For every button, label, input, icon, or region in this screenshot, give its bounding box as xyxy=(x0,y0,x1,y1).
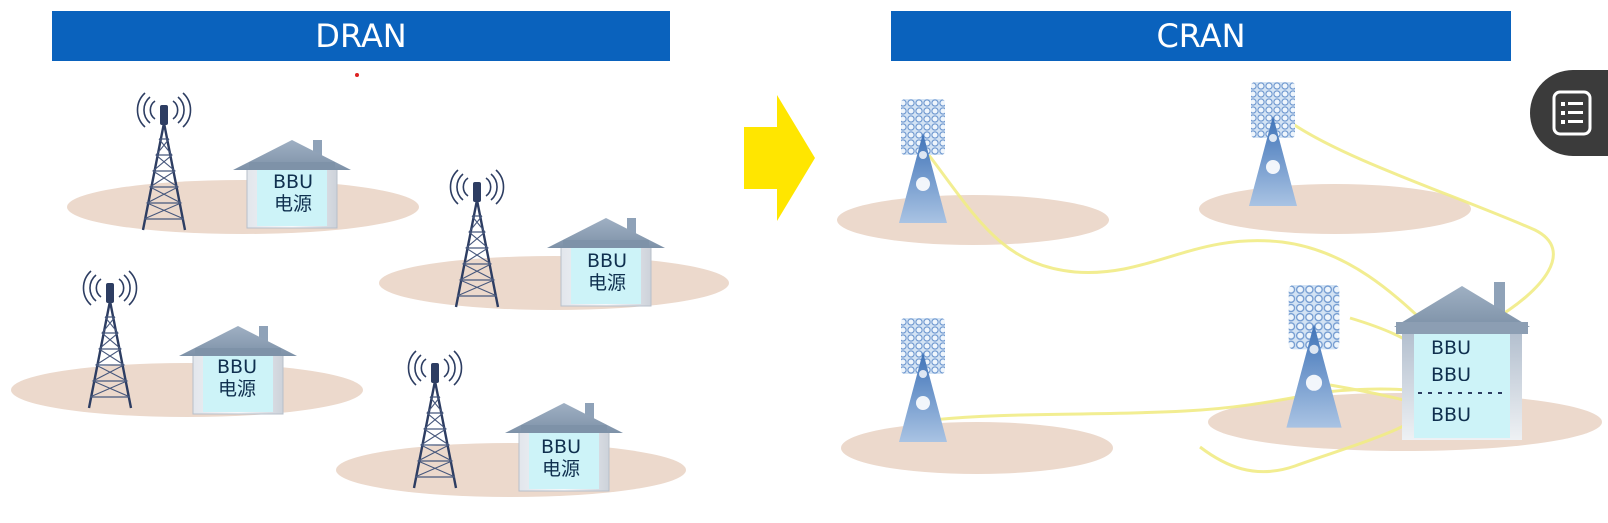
power-label: 电源 xyxy=(273,192,312,215)
bbu-label: BBU xyxy=(587,250,627,272)
power-label: 电源 xyxy=(587,271,626,294)
dran-site-4-label: BBU 电源 xyxy=(524,436,598,481)
pool-bbu-label: BBU xyxy=(1431,337,1471,359)
dran-site-1-label: BBU 电源 xyxy=(256,171,330,216)
bbu-label: BBU xyxy=(273,171,313,193)
dran-site-2-label: BBU 电源 xyxy=(570,250,644,295)
pointer-dot xyxy=(355,73,359,77)
notes-button[interactable] xyxy=(1530,70,1608,156)
cran-title: CRAN xyxy=(891,11,1511,61)
dran-site-3-label: BBU 电源 xyxy=(200,356,274,401)
bbu-label: BBU xyxy=(217,356,257,378)
cran-towers xyxy=(899,82,1297,442)
right-arrow-icon xyxy=(744,95,815,221)
rru-antenna-icon xyxy=(1286,285,1342,428)
power-label: 电源 xyxy=(541,457,580,480)
power-label: 电源 xyxy=(217,377,256,400)
pool-bbu-label: BBU xyxy=(1431,404,1471,426)
dran-title: DRAN xyxy=(52,11,670,61)
bbu-label: BBU xyxy=(541,436,581,458)
rru-antenna-icon xyxy=(1249,82,1297,206)
rru-antenna-icon xyxy=(899,318,947,442)
bbu-pool-room xyxy=(1394,282,1530,440)
list-icon xyxy=(1552,90,1592,136)
pool-bbu-label: BBU xyxy=(1431,365,1471,381)
rru-antenna-icon xyxy=(899,99,947,223)
